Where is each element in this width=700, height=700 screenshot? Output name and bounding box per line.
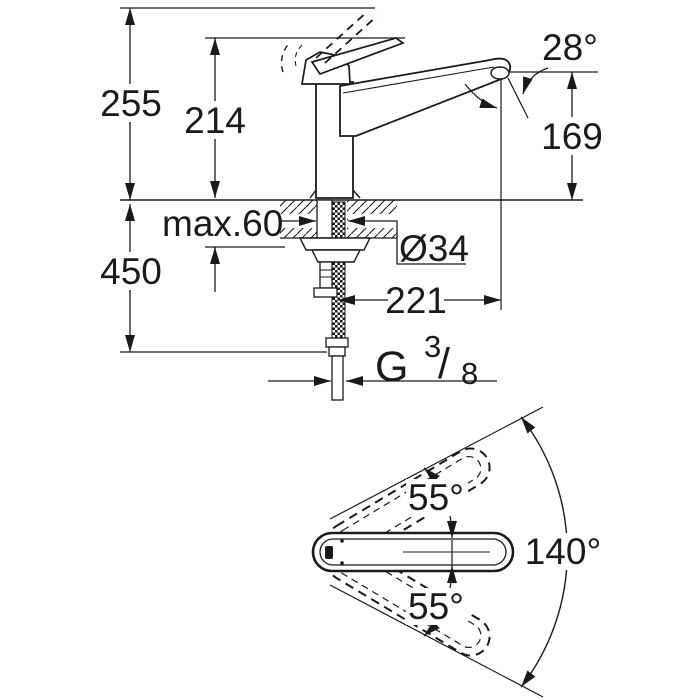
- connection-tube: [331, 355, 344, 401]
- label-diameter-34: Ø34: [348, 216, 469, 269]
- mounting-stud: [319, 261, 333, 289]
- lever-raised-dashed: [316, 11, 377, 63]
- label-max60: max.60: [162, 203, 316, 292]
- g38-label-denominator: 8: [461, 356, 478, 391]
- faucet-side-view: [282, 11, 511, 198]
- lever-motion-arc-1: [282, 42, 290, 72]
- mounting-washer: [300, 238, 370, 250]
- g38-label-numerator: 3: [424, 329, 441, 364]
- dim-214-bg: [182, 101, 248, 139]
- base-flange: [310, 190, 360, 198]
- dim-214-label: 214: [184, 100, 246, 141]
- dimension-169: 169: [539, 72, 605, 200]
- swivel-axis-lower: [330, 585, 543, 697]
- dim-450-label: 450: [100, 251, 162, 292]
- lever-motion-arc-2: [295, 45, 302, 66]
- handle-top-view: [313, 533, 513, 571]
- max60-label: max.60: [162, 203, 283, 244]
- angle-28-label: 28°: [542, 27, 598, 68]
- aerator-tip: [491, 67, 509, 79]
- angle-28-leader: [523, 68, 548, 94]
- arc-140-bg: [525, 533, 603, 570]
- spout: [340, 59, 510, 136]
- handle-dot-top: [340, 539, 344, 543]
- dim-169-label: 169: [541, 116, 603, 157]
- dim-255-label: 255: [100, 83, 162, 124]
- dimension-221: 221: [338, 280, 501, 321]
- hose-fitting-upper: [325, 337, 349, 348]
- dim-255-bg: [98, 84, 164, 122]
- dia34-label: Ø34: [399, 228, 469, 269]
- angle-28: 28°: [465, 27, 598, 118]
- arc-55-upper-label: 55°: [408, 477, 464, 518]
- handle-logo-mark: [325, 546, 333, 559]
- arc-140-label: 140°: [525, 531, 602, 572]
- mounting-nut: [312, 250, 360, 262]
- handle-inner-line: [319, 538, 507, 566]
- label-thread-g38: G 3 / 8: [268, 329, 497, 391]
- handle-dot-bottom: [340, 561, 344, 565]
- top-view: 55° 55° 140°: [313, 407, 603, 697]
- swivel-axis-upper: [330, 407, 543, 519]
- dimension-450: 450: [98, 204, 164, 352]
- arc-55-lower-label: 55°: [408, 586, 464, 627]
- shank-stem: [316, 199, 333, 239]
- braided-hose: [331, 201, 346, 341]
- dim-450-bg: [98, 252, 164, 290]
- dim-221-label: 221: [385, 280, 447, 321]
- g38-label-g: G: [375, 343, 408, 391]
- spout-top-inner-line: [343, 67, 494, 93]
- hose-fitting-lower: [328, 346, 346, 357]
- lever-handle: [312, 38, 403, 74]
- dimension-255: 255: [98, 8, 164, 200]
- dimension-214: 214: [182, 38, 248, 198]
- arc-55-lower-bg: [406, 588, 468, 625]
- stud-foot: [313, 287, 338, 298]
- arc-55-upper-bg: [406, 479, 468, 516]
- dim-169-bg: [539, 117, 605, 155]
- dia34-leader: [348, 216, 466, 264]
- angle-28-leg: [508, 78, 528, 118]
- mounting-hardware: [300, 199, 370, 401]
- supply-hose: [331, 201, 346, 341]
- g38-label-slash: /: [438, 340, 450, 388]
- angle-28-arc: [465, 84, 497, 108]
